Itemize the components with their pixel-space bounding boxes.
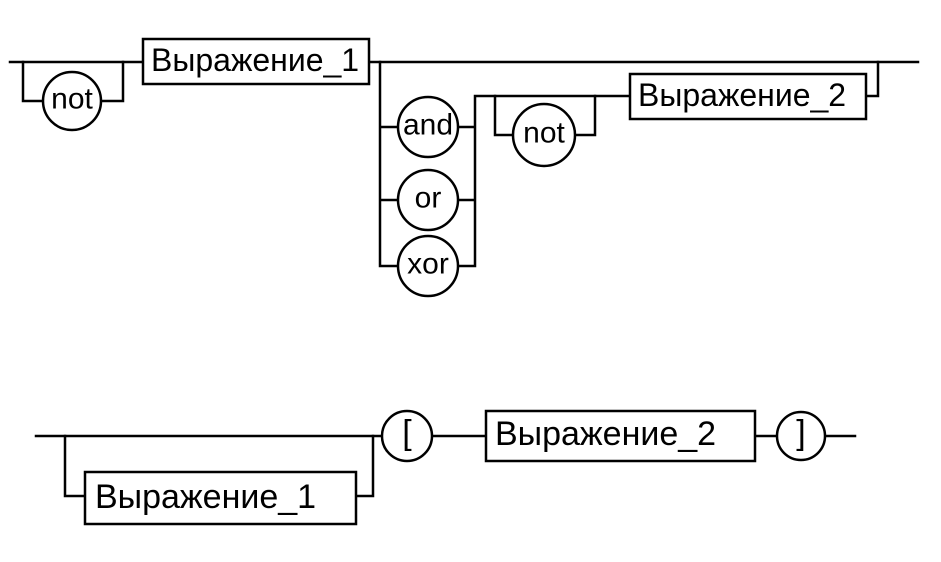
not-bypass-path <box>21 60 125 103</box>
expression1-label-2: Выражение_1 <box>95 478 316 516</box>
xor-term-circle <box>396 234 460 298</box>
and-term-label: and <box>403 109 453 142</box>
expression1-label: Выражение_1 <box>151 42 359 78</box>
expression1-rect <box>141 37 371 86</box>
expression1-box-2: Выражение_1 <box>83 470 358 526</box>
expression2-label-2: Выражение_2 <box>495 415 716 453</box>
open-bracket-term: [ <box>380 409 434 463</box>
close-bracket-circle <box>775 410 827 462</box>
xor-term: xor <box>396 234 460 298</box>
xor-term-label: xor <box>407 248 449 281</box>
not2-bypass-path <box>493 94 597 137</box>
or-term: or <box>396 168 460 232</box>
or-term-label: or <box>415 182 442 215</box>
expression1-box: Выражение_1 <box>141 37 371 86</box>
expression2-rect-2 <box>484 409 757 463</box>
expression2-box: Выражение_2 <box>628 72 868 121</box>
expression1-bypass-path <box>63 434 375 498</box>
not-term-label: not <box>51 83 93 116</box>
close-bracket-label: ] <box>796 414 805 452</box>
expression2-rect <box>628 72 868 121</box>
bracket-expression-diagram: Выражение_1 [ Выражение_2 ] <box>34 409 857 526</box>
not2-term-circle <box>511 102 577 168</box>
operators-branch-path <box>378 60 880 268</box>
close-bracket-term: ] <box>775 410 827 462</box>
open-bracket-label: [ <box>402 414 412 452</box>
expression1-rect-2 <box>83 470 358 526</box>
and-term: and <box>396 95 460 159</box>
open-bracket-circle <box>380 409 434 463</box>
not2-term: not <box>511 102 577 168</box>
and-term-circle <box>396 95 460 159</box>
not2-term-label: not <box>523 117 565 150</box>
or-term-circle <box>396 168 460 232</box>
not-term-circle <box>41 70 103 132</box>
not-term: not <box>41 70 103 132</box>
expression2-label: Выражение_2 <box>638 77 846 113</box>
expression2-box-2: Выражение_2 <box>484 409 757 463</box>
logical-expression-diagram: not Выражение_1 and or xor not Выражение… <box>8 37 920 298</box>
